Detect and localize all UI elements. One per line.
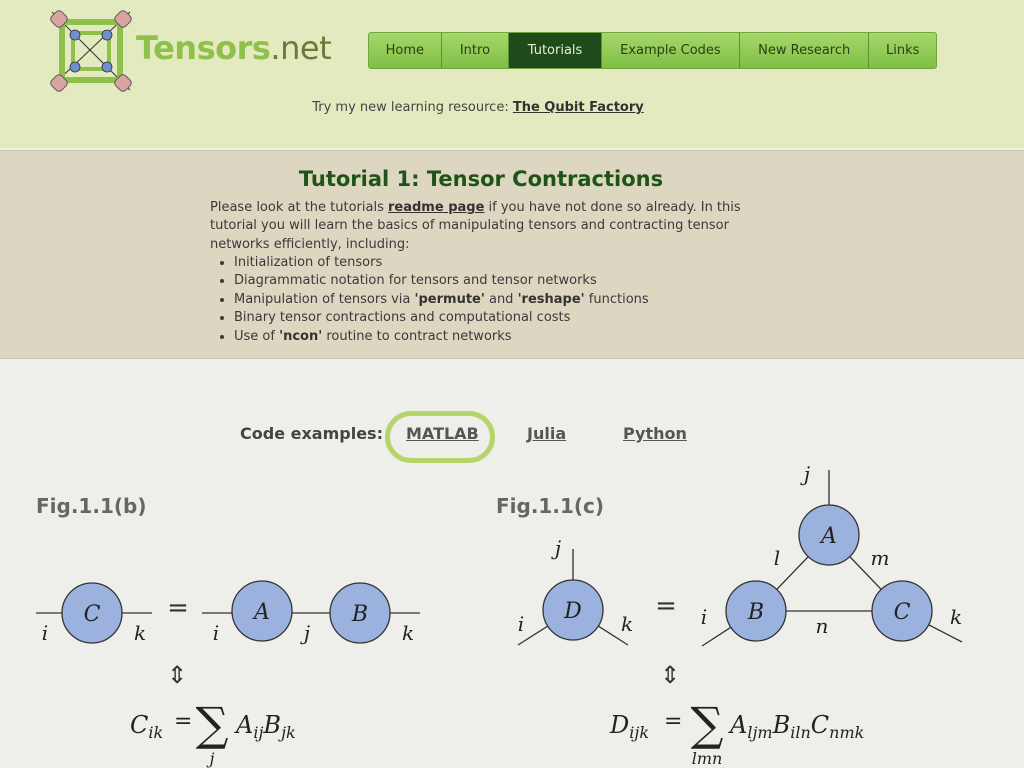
formula-lhs: Cik [130,711,163,742]
index-label: k [134,621,146,645]
list-item: Diagrammatic notation for tensors and te… [234,272,649,290]
readme-link[interactable]: readme page [388,200,485,215]
tensor-node-a [798,504,860,566]
index-label: l [774,546,780,570]
tensor-label: D [563,599,582,624]
index-label: i [42,621,48,645]
index-label: k [950,605,962,629]
tensor-nodes [61,504,933,644]
list-item: Initialization of tensors [234,254,649,272]
nav-home[interactable]: Home [369,33,442,68]
promo-text: Try my new learning resource: [312,100,509,115]
index-label: m [871,546,890,570]
list-item: Manipulation of tensors via 'permute' an… [234,291,649,309]
index-label: j [300,621,310,645]
index-label: i [213,621,219,645]
index-label: i [518,612,524,636]
formula-rhs: AijBjk [234,711,296,742]
index-label: j [551,536,561,560]
page-title: Tutorial 1: Tensor Contractions [298,167,664,191]
summation-icon: ∑ [691,697,724,751]
main-nav: Home Intro Tutorials Example Codes New R… [368,32,937,69]
item-text: routine to contract networks [322,328,512,344]
matlab-link[interactable]: MATLAB [406,424,479,443]
list-item: Binary tensor contractions and computati… [234,309,649,327]
sum-index: lmn [692,749,723,768]
nav-new-research[interactable]: New Research [740,33,870,68]
brand-name: Tensors [136,29,271,67]
item-text: functions [584,291,649,307]
intro-text-before: Please look at the tutorials [210,200,384,215]
equals-signs: = = [167,591,677,623]
tensor-label: B [351,602,368,627]
qubit-factory-link[interactable]: The Qubit Factory [512,100,644,115]
index-label: n [816,614,829,638]
equals-sign: = [167,593,189,623]
svg-text:=: = [174,709,192,734]
item-text: Manipulation of tensors via [234,291,415,307]
selected-language-highlight [385,411,495,463]
brand-tld: .net [270,29,332,67]
tensor-node-d [542,579,604,641]
tensor-node-c [61,582,123,644]
nav-links[interactable]: Links [885,43,920,58]
list-item: Use of 'ncon' routine to contract networ… [234,328,649,346]
formula-lhs: Dijk [609,711,649,742]
tensor-network-logo-icon[interactable] [48,8,134,94]
site-header: Tensors.net Home Intro Tutorials Example… [0,0,1024,148]
tensor-labels: C A B D A B C [84,524,911,627]
index-labels: i k i j k j i k j l m i n k [42,462,962,645]
intro-text-after: if you have not done so already. In this… [210,200,741,252]
julia-link[interactable]: Julia [527,424,567,443]
permute-keyword: 'permute' [414,291,485,307]
item-text: and [484,291,518,307]
index-label: i [701,605,707,629]
reshape-keyword: 'reshape' [517,291,585,307]
tensor-node-a [231,580,293,642]
index-label: k [402,621,414,645]
tensor-label: C [84,602,101,627]
fig-b-label: Fig.1.1(b) [36,494,147,518]
sum-index: j [207,749,215,768]
index-label: k [621,612,633,636]
tensor-label: A [252,600,270,625]
index-label: j [800,462,810,486]
nav-example-codes[interactable]: Example Codes [602,33,741,68]
tensor-label: A [819,524,837,549]
tutorial-intro: Tutorial 1: Tensor Contractions Please l… [0,150,1024,359]
equivalence-arrow-icon: ⇕ [660,661,680,689]
formula-rhs: AljmBilnCnmk [728,711,864,742]
nav-intro[interactable]: Intro [442,33,510,68]
tensor-label: C [894,600,911,625]
fig-c-label: Fig.1.1(c) [496,494,604,518]
tensor-node-b [329,582,391,644]
formula-fig-b: Cik = ∑ j AijBjk [130,697,296,768]
equivalence-arrow-icon: ⇕ [167,661,187,689]
intro-paragraph: Please look at the tutorials readme page… [210,199,750,254]
formula-fig-c: Dijk = ∑ lmn AljmBilnCnmk [609,697,864,768]
code-examples-label: Code examples: [240,424,383,443]
item-text: Use of [234,328,280,344]
equals-sign: = [655,591,677,621]
promo-banner: Try my new learning resource: The Qubit … [0,100,956,115]
nav-tutorials[interactable]: Tutorials [509,33,602,68]
tensor-label: B [747,600,764,625]
python-link[interactable]: Python [623,424,687,443]
site-brand[interactable]: Tensors.net [136,29,332,67]
tensor-node-b [725,580,787,642]
summation-icon: ∑ [196,697,229,751]
topics-list: Initialization of tensors Diagrammatic n… [210,254,649,346]
ncon-keyword: 'ncon' [279,328,323,344]
svg-text:=: = [664,709,682,734]
tensor-node-c [871,580,933,642]
equivalence-arrows: ⇕ ⇕ [167,661,680,689]
